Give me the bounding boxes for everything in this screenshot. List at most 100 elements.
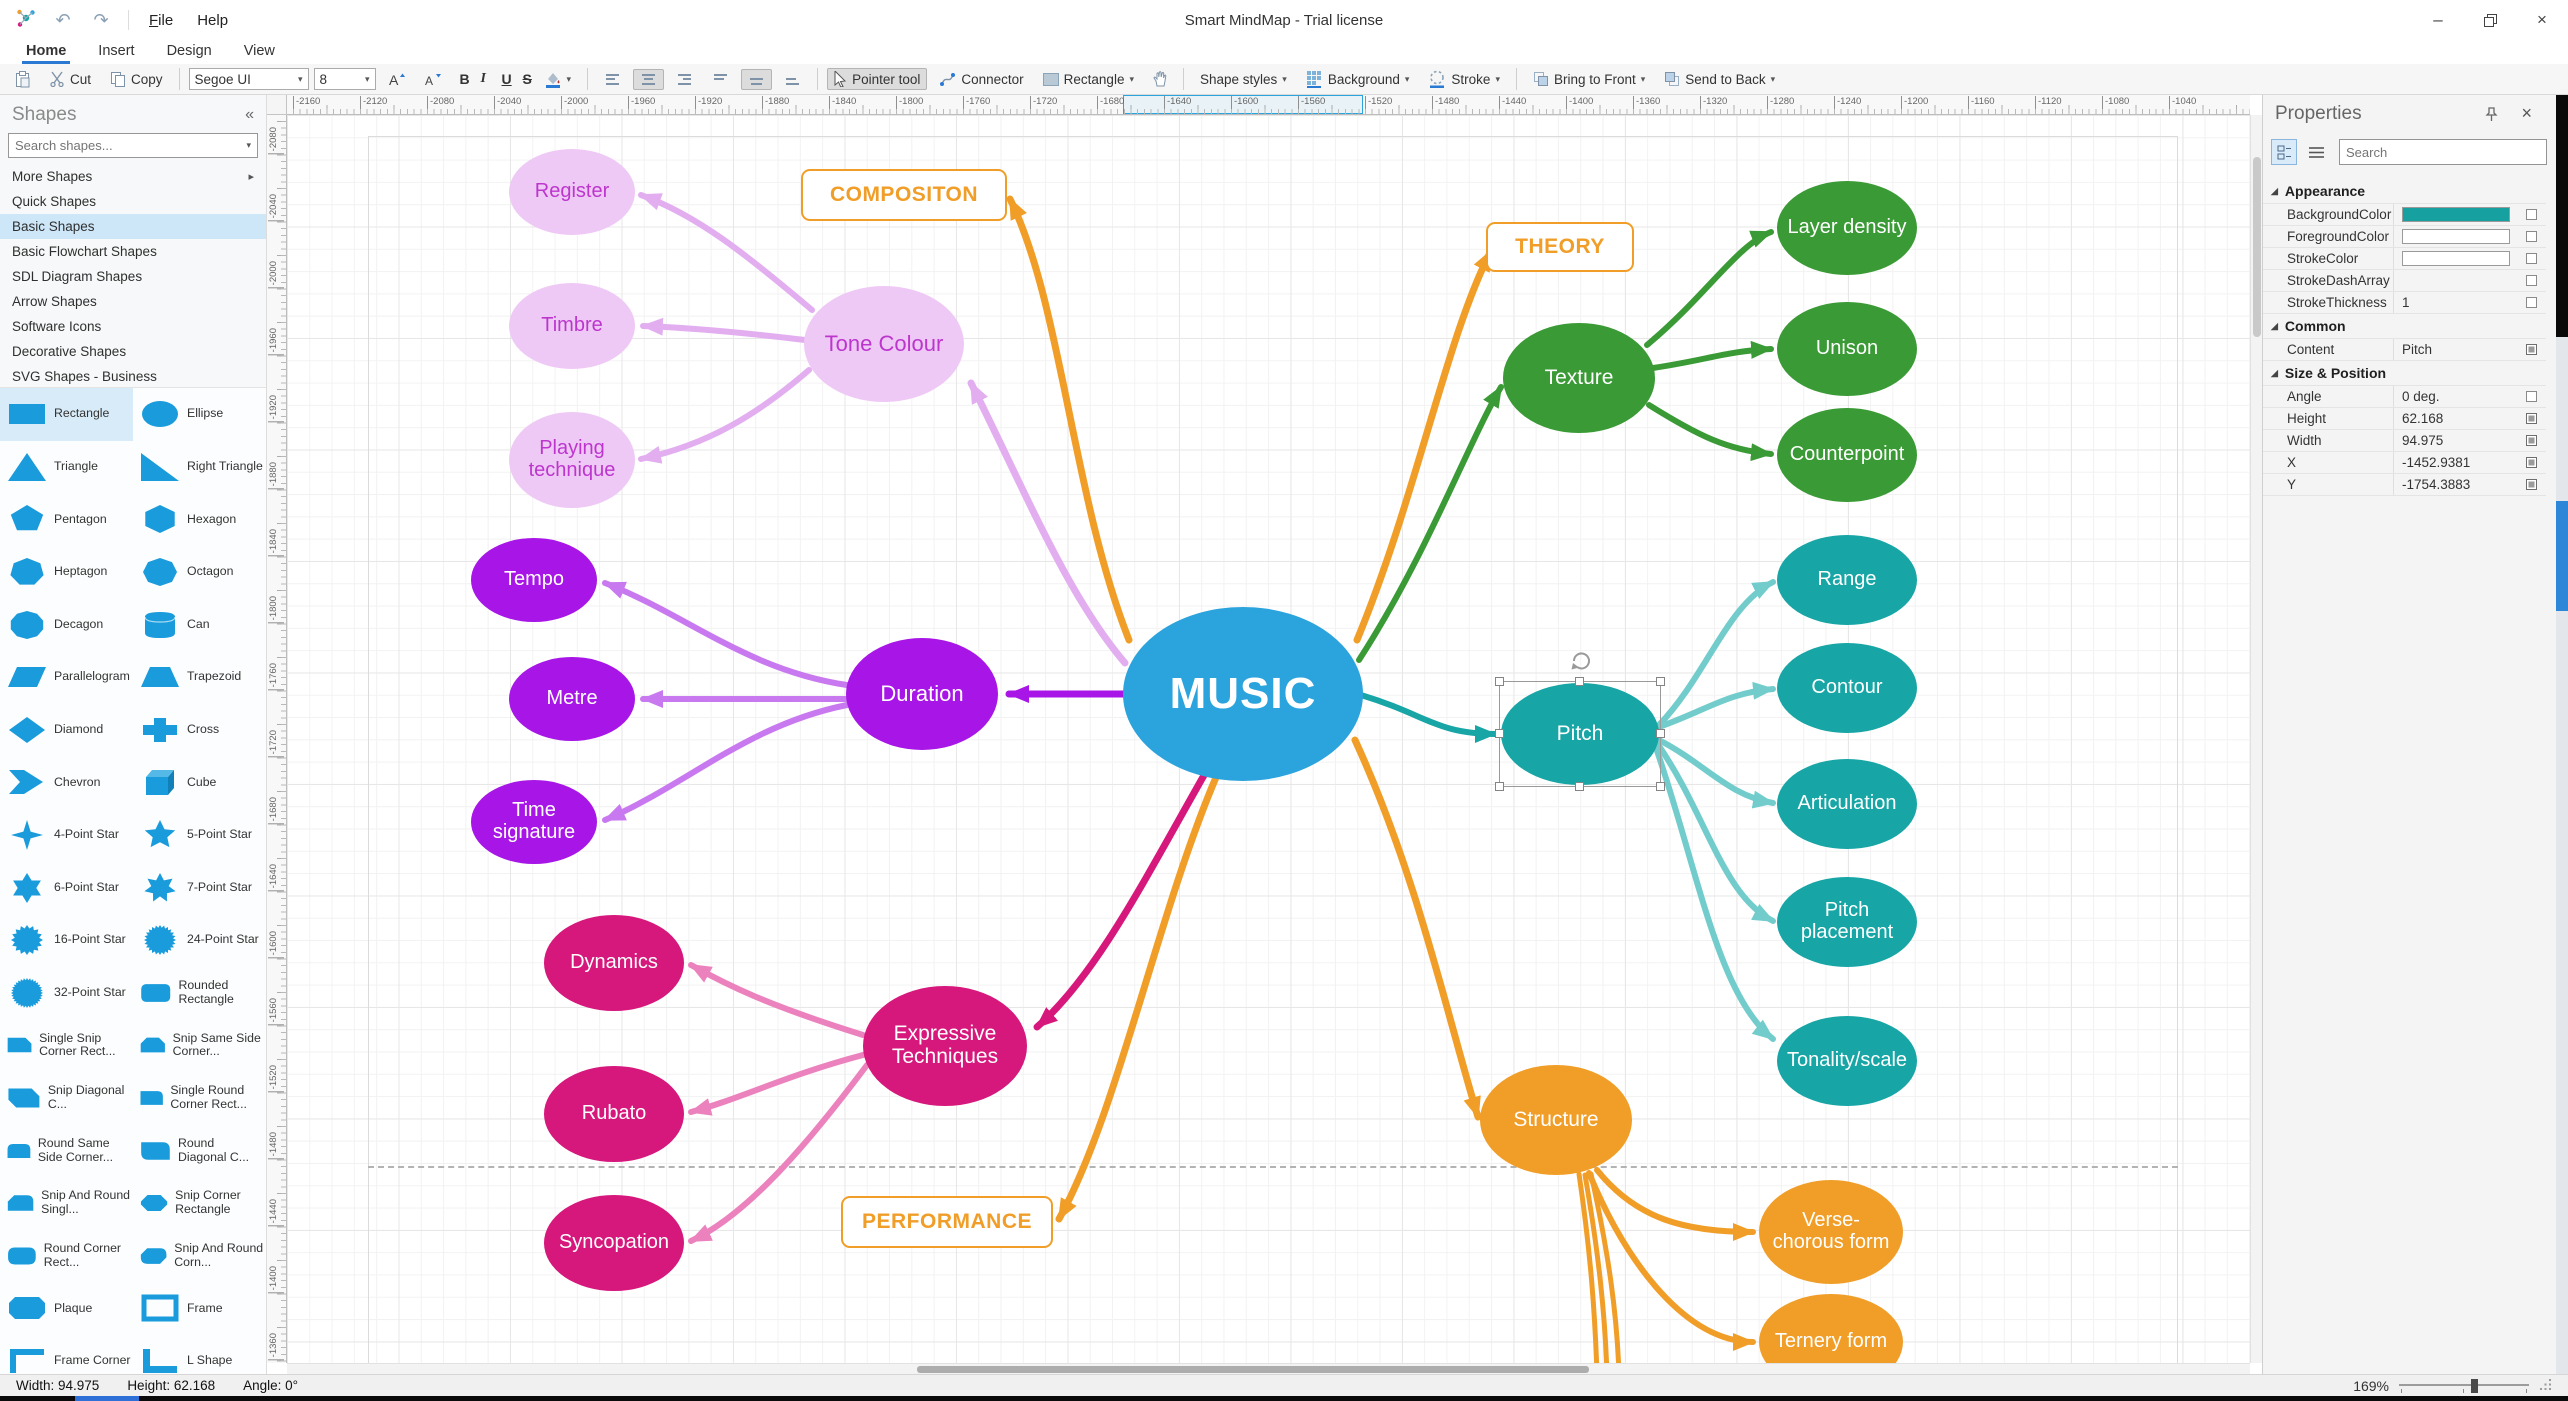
color-swatch[interactable] bbox=[2402, 207, 2510, 222]
node-tempo[interactable]: Tempo bbox=[471, 538, 597, 622]
menu-help[interactable]: Help bbox=[197, 11, 229, 29]
shape-search-box[interactable]: ▾ bbox=[8, 133, 258, 158]
property-value[interactable]: Pitch bbox=[2393, 339, 2516, 360]
resize-handle-nw[interactable] bbox=[1495, 677, 1504, 686]
sidebar-category-sdl-diagram-shapes[interactable]: SDL Diagram Shapes bbox=[0, 264, 266, 289]
node-theory[interactable]: THEORY bbox=[1486, 222, 1634, 272]
rotate-handle[interactable] bbox=[1569, 649, 1593, 678]
close-panel-icon[interactable]: × bbox=[2521, 103, 2532, 123]
menu-file[interactable]: File bbox=[149, 11, 174, 29]
node-dynamics[interactable]: Dynamics bbox=[544, 915, 684, 1011]
grow-font-button[interactable]: A bbox=[381, 68, 412, 90]
node-ternery-form[interactable]: Ternery form bbox=[1759, 1294, 1903, 1363]
resize-handle-ne[interactable] bbox=[1656, 677, 1665, 686]
shape-tile-l-shape[interactable]: L Shape bbox=[133, 1335, 266, 1374]
bold-button[interactable]: B bbox=[459, 71, 470, 87]
node-expressive-techniques[interactable]: Expressive Techniques bbox=[863, 986, 1027, 1106]
sidebar-category-quick-shapes[interactable]: Quick Shapes bbox=[0, 189, 266, 214]
resize-handle-se[interactable] bbox=[1656, 782, 1665, 791]
node-metre[interactable]: Metre bbox=[509, 657, 635, 741]
fill-color-button[interactable]: ▾ bbox=[537, 67, 579, 91]
node-layer-density[interactable]: Layer density bbox=[1777, 181, 1917, 275]
color-swatch[interactable] bbox=[2402, 229, 2510, 244]
node-rubato[interactable]: Rubato bbox=[544, 1066, 684, 1162]
stroke-button[interactable]: Stroke ▾ bbox=[1421, 67, 1507, 91]
sidebar-category-more-shapes[interactable]: More Shapes▸ bbox=[0, 164, 266, 189]
redo-icon[interactable]: ↷ bbox=[93, 9, 109, 30]
property-value[interactable]: 62.168 bbox=[2393, 408, 2516, 429]
node-music[interactable]: MUSIC bbox=[1123, 607, 1363, 781]
shape-tile-cross[interactable]: Cross bbox=[133, 704, 266, 757]
scrollbar-thumb[interactable] bbox=[2556, 501, 2568, 611]
shape-tile-cube[interactable]: Cube bbox=[133, 756, 266, 809]
node-performance[interactable]: PERFORMANCE bbox=[841, 1196, 1053, 1248]
property-value[interactable]: 0 deg. bbox=[2393, 386, 2516, 407]
shape-styles-button[interactable]: Shape styles ▾ bbox=[1199, 71, 1287, 87]
valign-top-button[interactable] bbox=[705, 69, 736, 90]
shape-tile-decagon[interactable]: Decagon bbox=[0, 598, 133, 651]
selection-box[interactable] bbox=[1495, 677, 1665, 791]
node-counterpoint[interactable]: Counterpoint bbox=[1777, 408, 1917, 502]
restore-button[interactable] bbox=[2464, 0, 2516, 40]
property-checkbox[interactable] bbox=[2525, 297, 2537, 308]
node-structure[interactable]: Structure bbox=[1480, 1065, 1632, 1175]
categorized-view-button[interactable] bbox=[2271, 139, 2297, 165]
strikethrough-button[interactable]: S bbox=[522, 71, 532, 87]
properties-search-input[interactable] bbox=[2346, 144, 2540, 160]
shape-tile-7-point-star[interactable]: 7-Point Star bbox=[133, 861, 266, 914]
undo-icon[interactable]: ↶ bbox=[55, 9, 71, 30]
shape-tile-16-point-star[interactable]: 16-Point Star bbox=[0, 914, 133, 967]
shape-tile-diamond[interactable]: Diamond bbox=[0, 704, 133, 757]
window-edge-scrollbar[interactable] bbox=[2556, 95, 2568, 1374]
shape-tile-rounded-rectangle[interactable]: Rounded Rectangle bbox=[133, 967, 266, 1020]
node-verse-chorous-form[interactable]: Verse-chorous form bbox=[1759, 1180, 1903, 1284]
shape-tile-rectangle[interactable]: Rectangle bbox=[0, 388, 133, 441]
property-value[interactable]: 1 bbox=[2393, 292, 2516, 313]
shape-tile-plaque[interactable]: Plaque bbox=[0, 1282, 133, 1335]
shape-tile-round-same-side-corner[interactable]: Round Same Side Corner... bbox=[0, 1124, 133, 1177]
paste-button[interactable] bbox=[8, 68, 37, 91]
pin-icon[interactable] bbox=[2485, 107, 2498, 125]
node-tonality-scale[interactable]: Tonality/scale bbox=[1777, 1016, 1917, 1106]
minimize-button[interactable]: – bbox=[2433, 10, 2443, 29]
node-compositon[interactable]: COMPOSITON bbox=[801, 169, 1007, 221]
valign-middle-button[interactable] bbox=[741, 68, 773, 90]
collapse-panel-icon[interactable]: « bbox=[245, 106, 254, 123]
shape-tile-pentagon[interactable]: Pentagon bbox=[0, 493, 133, 546]
tab-design[interactable]: Design bbox=[166, 43, 212, 59]
align-right-button[interactable] bbox=[669, 69, 700, 90]
shape-tile-snip-diagonal-c[interactable]: Snip Diagonal C... bbox=[0, 1072, 133, 1125]
property-checkbox[interactable] bbox=[2525, 435, 2537, 446]
shape-tile-round-corner-rect[interactable]: Round Corner Rect... bbox=[0, 1230, 133, 1283]
property-value[interactable] bbox=[2393, 248, 2516, 269]
shape-tile-6-point-star[interactable]: 6-Point Star bbox=[0, 861, 133, 914]
connector-tool-button[interactable]: Connector bbox=[932, 69, 1030, 90]
shape-tile-ellipse[interactable]: Ellipse bbox=[133, 388, 266, 441]
resize-grip[interactable] bbox=[2539, 1378, 2552, 1394]
shape-tile-32-point-star[interactable]: 32-Point Star bbox=[0, 967, 133, 1020]
scrollbar-thumb[interactable] bbox=[917, 1366, 1589, 1373]
node-duration[interactable]: Duration bbox=[846, 638, 998, 750]
resize-handle-e[interactable] bbox=[1656, 729, 1665, 738]
shape-tile-snip-and-round-corn[interactable]: Snip And Round Corn... bbox=[133, 1230, 266, 1283]
property-checkbox[interactable] bbox=[2525, 275, 2537, 286]
node-syncopation[interactable]: Syncopation bbox=[544, 1195, 684, 1291]
alphabetical-view-button[interactable] bbox=[2303, 139, 2329, 165]
shrink-font-button[interactable]: A bbox=[417, 68, 448, 90]
shape-tile-heptagon[interactable]: Heptagon bbox=[0, 546, 133, 599]
property-value[interactable] bbox=[2393, 204, 2516, 225]
canvas-horizontal-scrollbar[interactable] bbox=[287, 1363, 2250, 1374]
property-value[interactable] bbox=[2393, 226, 2516, 247]
node-tone-colour[interactable]: Tone Colour bbox=[804, 286, 964, 402]
background-button[interactable]: Background ▾ bbox=[1299, 67, 1417, 91]
shape-tile-snip-corner-rectangle[interactable]: Snip Corner Rectangle bbox=[133, 1177, 266, 1230]
section-appearance[interactable]: ◢Appearance bbox=[2263, 179, 2546, 204]
cut-button[interactable]: Cut bbox=[42, 68, 98, 90]
canvas-vertical-scrollbar[interactable] bbox=[2250, 115, 2262, 1363]
shape-tile-parallelogram[interactable]: Parallelogram bbox=[0, 651, 133, 704]
node-articulation[interactable]: Articulation bbox=[1777, 759, 1917, 849]
properties-search-box[interactable] bbox=[2339, 139, 2547, 165]
section-common[interactable]: ◢Common bbox=[2263, 314, 2546, 339]
shape-tile-triangle[interactable]: Triangle bbox=[0, 441, 133, 494]
property-checkbox[interactable] bbox=[2525, 209, 2537, 220]
